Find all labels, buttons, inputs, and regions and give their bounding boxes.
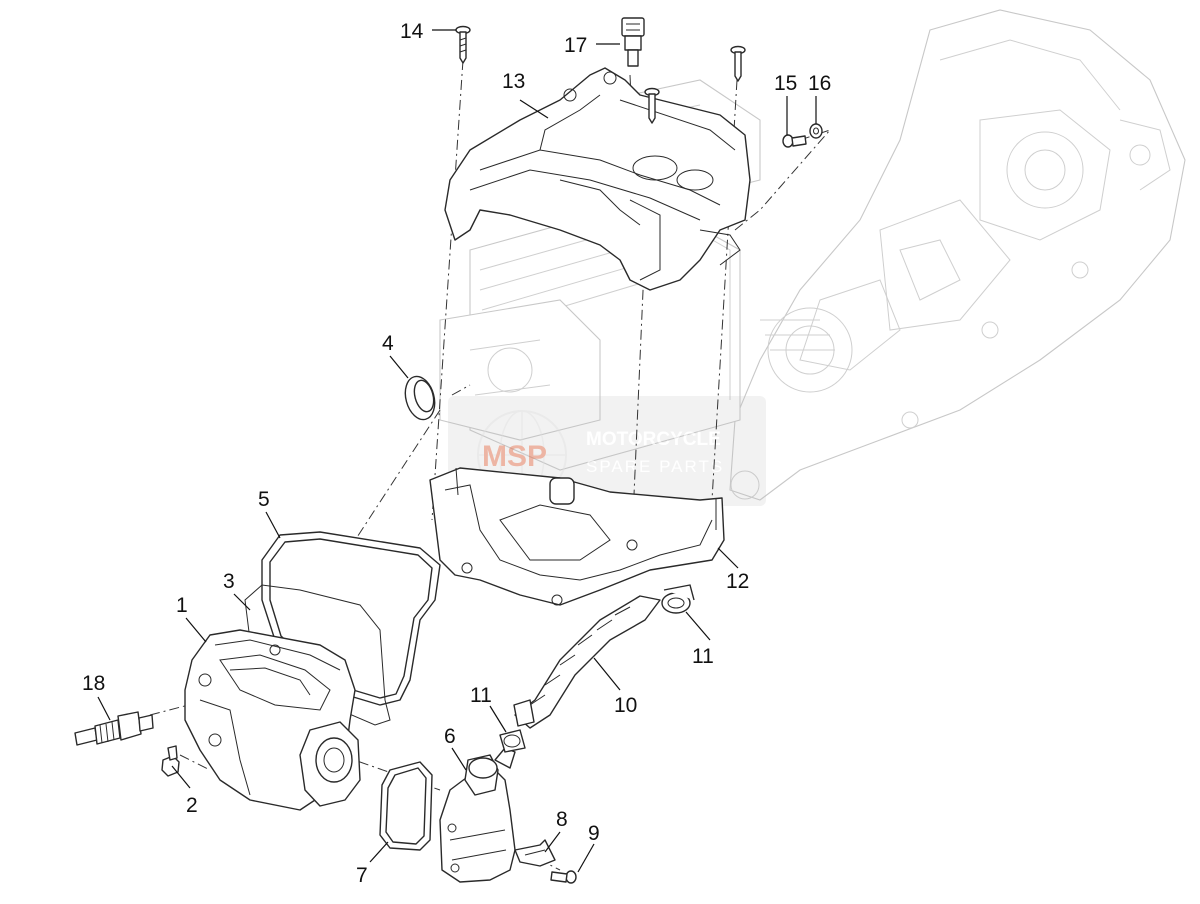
part-17-sensor [621, 17, 645, 67]
callout-1: 1 [176, 594, 188, 617]
callout-labels: 14 17 13 15 16 4 5 3 1 18 2 7 6 8 9 10 1… [82, 20, 831, 887]
callout-8: 8 [556, 808, 568, 831]
part-11-clamp-upper [661, 584, 695, 614]
part-10-hose [513, 595, 661, 729]
part-2-bolt [161, 745, 180, 777]
part-1-head-cover [184, 629, 361, 811]
watermark-line2: SPARE PARTS [586, 457, 724, 476]
callout-6: 6 [444, 725, 456, 748]
part-11-clamp-lower [499, 729, 526, 753]
screw-top-right [730, 45, 746, 82]
callout-3: 3 [223, 570, 235, 593]
callout-13: 13 [502, 70, 525, 93]
part-18-spark-plug [74, 711, 154, 746]
callout-5: 5 [258, 488, 270, 511]
screw-top-middle [644, 87, 660, 124]
part-12-lower-guard [429, 467, 725, 606]
callout-11-lower: 11 [470, 684, 492, 707]
part-13-upper-shroud [444, 67, 751, 291]
watermark-line1: MOTORCYCLE [586, 429, 721, 450]
part-9-screw [550, 870, 577, 884]
watermark-logo: MSP [482, 440, 547, 473]
callout-15: 15 [774, 72, 797, 95]
part-7-oring [379, 761, 433, 851]
callout-10: 10 [614, 694, 637, 717]
callout-18: 18 [82, 672, 105, 695]
callout-7: 7 [356, 864, 368, 887]
callout-14: 14 [400, 20, 424, 43]
part-15-bolt [782, 134, 807, 148]
callout-4: 4 [382, 332, 394, 355]
part-16-washer [809, 123, 823, 139]
callout-11-upper: 11 [692, 645, 714, 668]
part-6-breather [439, 747, 516, 883]
part-8-bracket [514, 839, 556, 867]
callout-9: 9 [588, 822, 600, 845]
callout-17: 17 [564, 34, 587, 57]
part-4-seal [404, 375, 436, 421]
callout-16: 16 [808, 72, 831, 95]
part-14-screw [455, 25, 471, 64]
callout-12: 12 [726, 570, 749, 593]
callout-2: 2 [186, 794, 198, 817]
leader-lines [97, 29, 817, 873]
